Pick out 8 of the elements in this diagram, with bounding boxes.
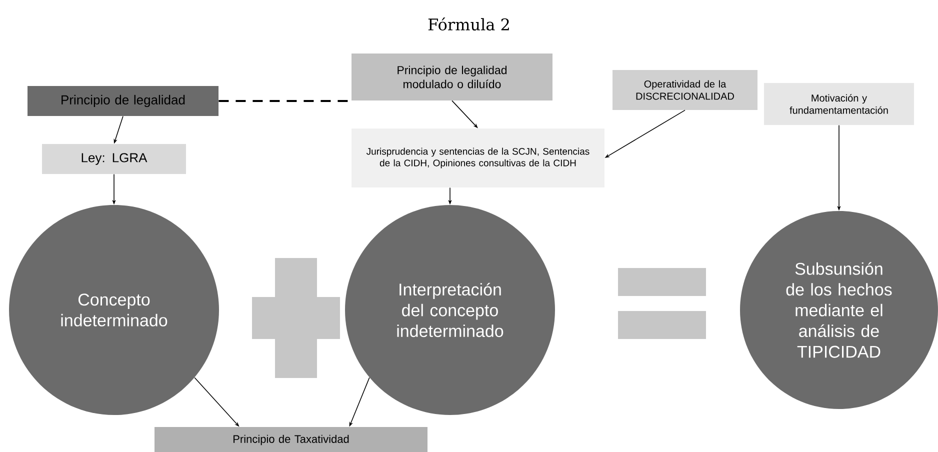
process-box: Principio de Taxatividad bbox=[154, 427, 428, 452]
process-box: Jurisprudencia y sentencias de la SCJN, Sentencias de la CIDH, Opiniones consultivas de la CIDH bbox=[352, 128, 604, 188]
process-box: Principio de legalidad bbox=[28, 86, 218, 116]
process-box: Operatividad de la DISCRECIONALIDAD bbox=[612, 70, 758, 110]
process-box: Principio de legalidad modulado o diluído bbox=[352, 54, 552, 100]
title: Fórmula 2 bbox=[428, 17, 509, 30]
process-box: Ley: LGRA bbox=[42, 144, 186, 174]
process-box: Motivación y fundamentamentación bbox=[764, 83, 914, 125]
